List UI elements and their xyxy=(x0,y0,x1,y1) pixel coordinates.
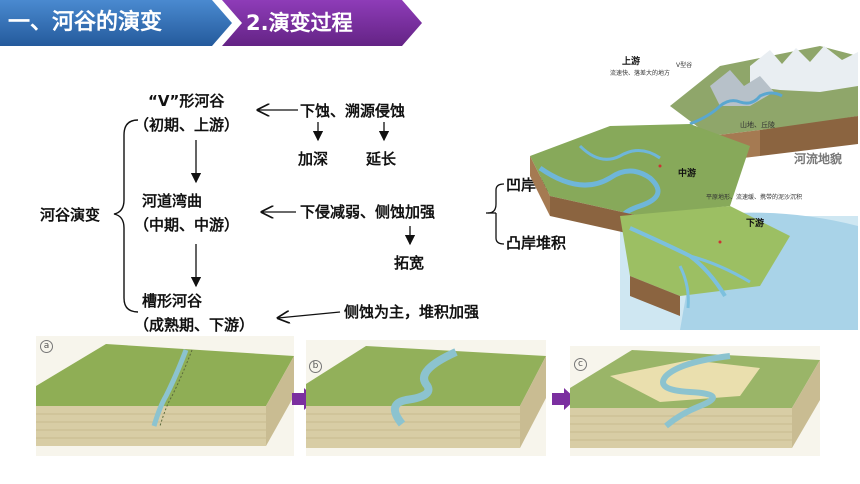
root-brace xyxy=(113,119,139,313)
stage1-title: “V”形河谷 xyxy=(148,92,225,110)
landform-label-lower: 下游 xyxy=(746,219,765,229)
stage2-convex-deposition: 凸岸堆积 xyxy=(504,234,569,252)
stage-panel-b xyxy=(306,340,546,456)
landform-label-upper: 上游 xyxy=(622,57,641,67)
stage3-process: 侧蚀为主，堆积加强 xyxy=(344,303,480,321)
landform-figure-title: 河流地貌 xyxy=(794,152,843,166)
stage1-process: 下蚀、溯源侵蚀 xyxy=(300,102,406,120)
landform-note-middle: 平原地形、流速缓、携带的泥沙沉积 xyxy=(706,194,803,201)
landform-label-mountain: 山地、丘陵 xyxy=(740,121,775,129)
landform-label-v-valley: V型谷 xyxy=(676,62,693,69)
subsection-title: 2.演变过程 xyxy=(246,11,353,35)
branch-brace xyxy=(486,183,505,245)
stage1-result-deepen: 加深 xyxy=(298,150,329,168)
stage1-subtitle: （初期、上游） xyxy=(134,116,240,134)
stage2-result-widen: 拓宽 xyxy=(394,254,425,272)
stage2-title: 河道湾曲 xyxy=(142,192,203,210)
stage-panel-c-label: c xyxy=(574,358,587,371)
header-banner xyxy=(0,0,422,46)
landform-note-upper: 流速快、落差大的地方 xyxy=(610,70,671,77)
landform-label-middle: 中游 xyxy=(678,169,697,179)
stage2-subtitle: （中期、中游） xyxy=(134,216,240,234)
stage-panel-a xyxy=(36,336,294,456)
section-title: 一、河谷的演变 xyxy=(8,10,163,35)
river-landform-illustration xyxy=(530,46,858,330)
stage1-result-lengthen: 延长 xyxy=(366,150,397,168)
stage-panel-c xyxy=(570,346,820,456)
stage3-title: 槽形河谷 xyxy=(142,292,203,310)
flow-connectors xyxy=(113,0,416,340)
stage3-subtitle: （成熟期、下游） xyxy=(134,316,255,334)
stage-panel-b-label: b xyxy=(309,360,322,373)
arrow-process3-to-stage3 xyxy=(278,312,341,318)
root-label: 河谷演变 xyxy=(40,206,101,224)
stage-panel-a-label: a xyxy=(40,340,53,353)
stage2-process: 下侵减弱、侧蚀加强 xyxy=(300,203,436,221)
